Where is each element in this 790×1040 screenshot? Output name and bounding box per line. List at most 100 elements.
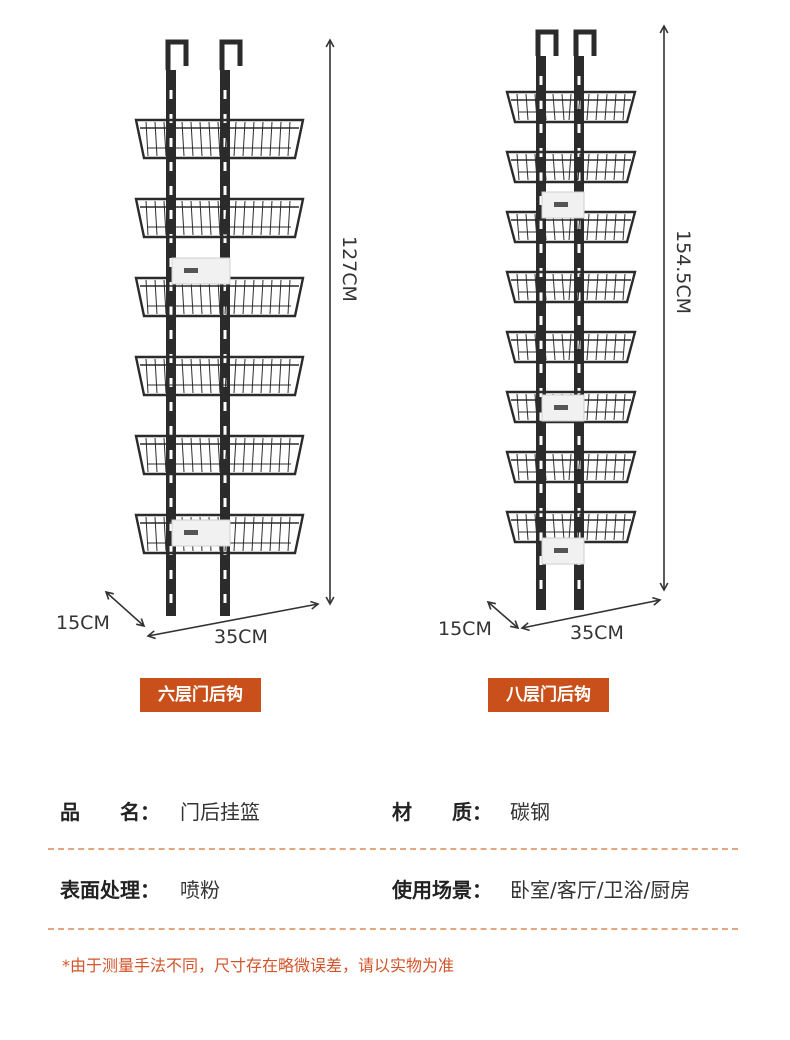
rack1-basket-2-wire	[199, 200, 203, 236]
rack2-post-1-slot	[577, 580, 581, 589]
rack2-post-0-slot	[539, 76, 543, 85]
rack1-basket-6-wire	[145, 516, 149, 552]
p2-depth-label: 15CM	[438, 618, 492, 640]
spec-usage-key: 使用场景：	[392, 878, 492, 902]
rack1-basket-4-wire	[190, 358, 194, 394]
rack1-basket-6-wire	[251, 516, 255, 552]
rack2-basket-8-wire	[568, 513, 572, 541]
rack2-basket-5	[505, 330, 637, 364]
rack2-post-1-slot	[577, 532, 581, 541]
p1-width-label: 35CM	[214, 626, 268, 648]
rack2-basket-1-wire	[525, 93, 529, 121]
rack1-plate-1-hole	[184, 530, 198, 535]
p1-width-arrow	[147, 603, 319, 637]
rack1-post-0-slot	[169, 450, 173, 459]
rack1-post-0-slot	[169, 522, 173, 531]
rack2-post-1-slot	[577, 316, 581, 325]
rack2-plate-0-hole	[554, 202, 568, 207]
rack1-basket-2-wire	[145, 200, 149, 236]
rack2-post-0-slot	[539, 220, 543, 229]
p2-depth-arrow-head-0	[486, 600, 496, 610]
rack2-basket-8-wire	[622, 513, 626, 541]
rack2-basket-5-wire	[516, 333, 520, 361]
rack2-basket-1-wire	[595, 93, 599, 121]
rack1-post-1-slot	[223, 474, 227, 483]
rack2-post-0-slot	[539, 412, 543, 421]
rack1-basket-5-wire	[242, 437, 246, 473]
rack1-basket-6-wire	[242, 516, 246, 552]
p2-badge: 八层门后钩	[488, 678, 609, 712]
rack2-basket-2-wire	[534, 153, 538, 181]
rack1-post-0-slot	[169, 138, 173, 147]
rack1-basket-1-wire	[278, 121, 282, 157]
rack2-basket-2	[505, 150, 637, 184]
rack2-hook-1	[573, 29, 597, 56]
product-figure-area: 127CM 35CM 15CM 六层门后钩 154.5CM 35CM 15CM …	[56, 24, 694, 712]
rack2-basket-2-wire	[525, 153, 529, 181]
rack1-post-0-slot	[169, 234, 173, 243]
rack1-post-1-slot	[223, 594, 227, 603]
rack1-basket-5-wire	[269, 437, 273, 473]
rack1-basket-4-wire	[145, 358, 149, 394]
rack2-basket-2-wire	[595, 153, 599, 181]
rack1-basket-5-wire	[163, 437, 167, 473]
rack1-basket-5-wire	[145, 437, 149, 473]
rack2-basket-7-wire	[534, 453, 538, 481]
rack2-basket-4-wire	[516, 273, 520, 301]
spec-surface-value: 喷粉	[180, 878, 220, 902]
rack1-post-1-slot	[223, 210, 227, 219]
rack1-basket-1-wire	[181, 121, 185, 157]
rack2-basket-1-wire	[604, 93, 608, 121]
rack1-basket-1-wire	[172, 121, 176, 157]
rack1-basket-1-wire	[190, 121, 194, 157]
rack1-basket-3-wire	[269, 279, 273, 315]
rack1-basket-5-wire	[199, 437, 203, 473]
rack2-basket-2-wire	[543, 153, 547, 181]
rack1-basket-4-wire	[269, 358, 273, 394]
rack1-basket-3-wire	[260, 279, 264, 315]
rack2-basket-3-wire	[595, 213, 599, 241]
rack2-basket-1-wire	[516, 93, 520, 121]
rack2-plate-1-hole	[554, 405, 568, 410]
rack1-post-1-slot	[223, 330, 227, 339]
rack1-basket-1-wire	[260, 121, 264, 157]
p2-depth-arrow-head-1	[510, 620, 520, 630]
rack1-post-0-slot	[169, 306, 173, 315]
rack1-basket-1-wire	[251, 121, 255, 157]
rack1-post-0-slot	[169, 474, 173, 483]
rack1-basket-6-wire	[269, 516, 273, 552]
rack2-basket-1-wire	[534, 93, 538, 121]
rack1-basket-3-wire	[217, 279, 221, 315]
rack2-plate-1	[541, 394, 585, 422]
rack1-plate-1	[171, 519, 231, 547]
rack2-basket-3-wire	[534, 213, 538, 241]
rack2-basket-5-wire	[595, 333, 599, 361]
rack2-basket-3-wire	[586, 213, 590, 241]
rack1-basket-4-wire	[217, 358, 221, 394]
rack1-basket-3-wire	[154, 279, 158, 315]
rack2-basket-1-wire	[543, 93, 547, 121]
p2-height-arrow-head-0	[659, 24, 669, 34]
rack2-post-0-slot	[539, 460, 543, 469]
rack1-basket-3-wire	[224, 279, 228, 315]
rack1-basket-3-wire	[145, 279, 149, 315]
rack1-basket-4	[134, 355, 305, 397]
rack1-basket-5-wire	[260, 437, 264, 473]
rack2-basket-2-wire	[613, 153, 617, 181]
p2-height-arrow-head-1	[659, 582, 669, 592]
p2-width-arrow	[521, 599, 661, 629]
rack1-post-0-slot	[169, 546, 173, 555]
rack2-basket-6-wire	[586, 393, 590, 421]
rack2-basket-5-wire	[613, 333, 617, 361]
rack2-post-1-slot	[577, 76, 581, 85]
rack2-basket-3-wire	[604, 213, 608, 241]
rack1-basket-3-wire	[208, 279, 212, 315]
rack1-basket-1-wire	[287, 121, 291, 157]
rack1-basket-1-wire	[233, 121, 237, 157]
rack1-basket-3-wire	[199, 279, 203, 315]
rack2-basket-6-wire	[534, 393, 538, 421]
rack1-basket-3-wire	[242, 279, 246, 315]
rack2-basket-7-wire	[577, 453, 581, 481]
rack1-basket-1-wire	[154, 121, 158, 157]
rack1-basket-5-wire	[181, 437, 185, 473]
